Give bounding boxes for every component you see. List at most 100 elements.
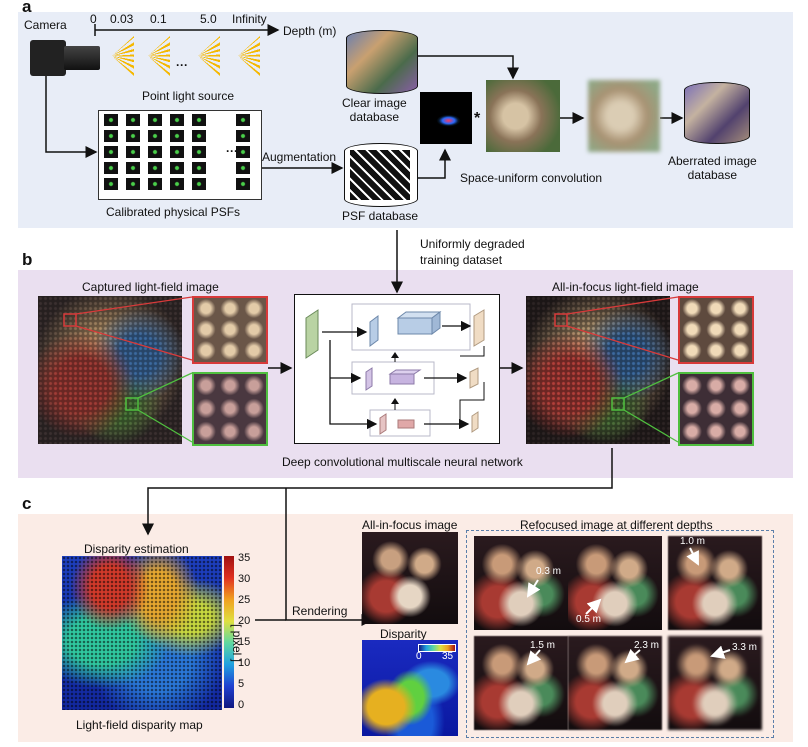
colorbar-tick-label: 5 [238,678,245,690]
refocused-image [474,536,568,630]
network-label: Deep convolutional multiscale neural net… [282,455,523,469]
all-in-focus-image [362,532,458,624]
uniformly-degraded-label: Uniformly degraded training dataset [420,236,525,268]
psf-cell [126,114,140,126]
calibrated-psfs-label: Calibrated physical PSFs [106,205,241,219]
refocused-image [474,636,568,730]
aberrated-db-line-2: database [687,168,738,182]
camera-label: Camera [24,18,67,32]
disparity-small-label: Disparity [380,627,427,641]
psf-cell [192,162,206,174]
aberrated-image-database-cylinder [684,82,750,144]
psf-cell [148,162,162,174]
psf-cell [236,178,250,190]
psf-cell [126,130,140,142]
panel-label-b: b [22,250,33,269]
psf-cell [104,114,118,126]
psf-database-label: PSF database [342,209,419,223]
captured-lf-microlens-overlay [38,296,182,444]
all-in-focus-zoom-green [678,372,754,446]
mini-colorbar [418,644,456,652]
uniformly-degraded-line-2: training dataset [420,253,503,267]
convolution-star: * [474,110,481,127]
captured-light-field-label: Captured light-field image [82,280,219,294]
disparity-map-texture [62,556,222,710]
depth-axis-label: Depth (m) [283,24,337,38]
colorbar-tick-label: 10 [238,657,251,669]
colorbar-tick-label: 25 [238,594,251,606]
psf-cell [148,146,162,158]
psf-cell [236,114,250,126]
aberrated-image-database-label: Aberrated image database [668,154,757,182]
small-disparity-map [362,640,458,736]
psf-cell [104,146,118,158]
depth-tick-0: 0 [90,12,97,26]
all-in-focus-light-field-image [526,296,670,444]
colorbar-tick-label: 35 [238,552,251,564]
depth-label-4: 2.3 m [634,640,660,651]
depth-tick-3: 5.0 [200,12,217,26]
all-in-focus-zoom-red [678,296,754,364]
clear-image-database-label: Clear image database [342,96,407,124]
rendering-label: Rendering [292,604,348,618]
refocus-dashed-frame [466,530,774,738]
depth-tick-4: Infinity [232,12,267,26]
psf-cell [192,146,206,158]
psf-cell [236,146,250,158]
psf-cell [104,162,118,174]
augmentation-label: Augmentation [262,150,337,164]
clear-db-line-1: Clear image [342,96,407,110]
mini-colorbar-max: 35 [442,651,454,662]
psf-cell [192,178,206,190]
panel-label-c: c [22,494,32,513]
captured-zoom-green [192,372,268,446]
psf-cell [104,130,118,142]
refocused-label: Refocused image at different depths [520,518,713,532]
camera-body [30,40,66,76]
all-in-focus-light-field-label: All-in-focus light-field image [552,280,699,294]
camera-lens-icon [64,46,100,70]
space-uniform-convolution-label: Space-uniform convolution [460,171,603,185]
captured-light-field-image [38,296,182,444]
clear-image-database-cylinder [346,30,418,94]
depth-label-3: 1.5 m [530,640,556,651]
psf-cell [192,114,206,126]
psf-cell [170,114,184,126]
psf-cell [148,114,162,126]
psf-database-contents [350,150,410,200]
psf-cell [192,130,206,142]
psf-cell [148,178,162,190]
psf-cell [170,130,184,142]
psf-cell [170,178,184,190]
disparity-estimation-label: Disparity estimation [84,542,189,556]
all-in-focus-lf-microlens-overlay [526,296,670,444]
light-field-disparity-map-label: Light-field disparity map [76,718,203,732]
psf-cell [126,146,140,158]
psf-cell [170,146,184,158]
clear-db-line-2: database [349,110,400,124]
refocused-image [668,536,762,630]
disparity-colorbar [224,556,234,708]
depth-tick-2: 0.1 [150,12,167,26]
psf-cell [126,178,140,190]
depth-label-0: 0.3 m [536,566,562,577]
all-in-focus-image-label: All-in-focus image [362,518,458,532]
psf-cell [104,178,118,190]
point-light-source-label: Point light source [142,89,235,103]
psf-grid-ellipsis: ··· [226,144,238,158]
clear-cat-image [486,80,560,152]
psf-cell [170,162,184,174]
blurred-cat-image [588,80,660,152]
mini-colorbar-min: 0 [416,651,422,662]
uniformly-degraded-line-1: Uniformly degraded [420,237,525,251]
colorbar-tick-label: 30 [238,573,251,585]
captured-zoom-red [192,296,268,364]
refocused-image [568,536,662,630]
depth-label-2: 1.0 m [680,536,706,547]
psf-cell [126,162,140,174]
psf-cell [236,130,250,142]
psf-kernel-image [420,92,472,144]
psf-cell [236,162,250,174]
